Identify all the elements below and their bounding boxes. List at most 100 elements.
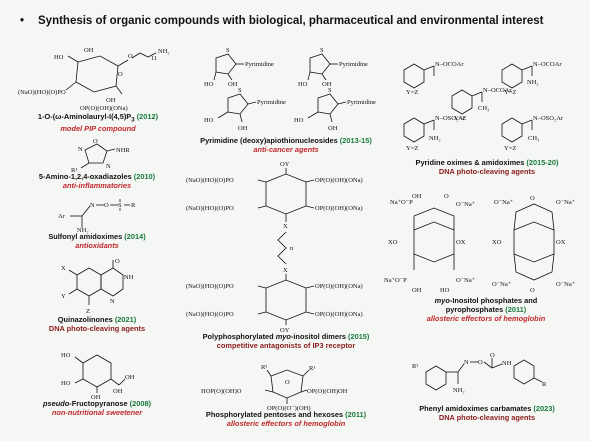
heading-bullet: • <box>20 15 25 27</box>
label-oh-3: OH <box>125 374 135 381</box>
oxime-5: N–OSO₂Ar CH₃ Y=Z <box>502 115 564 152</box>
label-y: Y <box>61 293 66 300</box>
inositol-pyrophosphate: O⁻Na⁺ O O⁻Na⁺ XO OX O⁻Na⁺ O O⁻Na⁺ <box>492 195 576 294</box>
label-o: O <box>104 202 109 209</box>
oxime-2: N–OCOAr NH₂ Y=Z <box>502 61 562 96</box>
label-s-3: S <box>238 87 242 94</box>
caption-carbamates-title: Phenyl amidoximes carbamates (2023) <box>419 404 555 413</box>
label-r2: R² <box>261 364 267 371</box>
label-n2: N <box>106 163 111 170</box>
label-yz-4: Y=Z <box>406 145 418 152</box>
label-nh2: NH₂ <box>77 227 89 234</box>
label-x: X <box>61 265 66 272</box>
label-lauryl-n: 11 <box>151 55 157 62</box>
caption-pentoses-title: Phosphorylated pentoses and hexoses (201… <box>205 410 367 419</box>
label-ho-3: HO <box>204 117 214 124</box>
caption-dimers-title: Polyphosphorylated myo-inositol dimers (… <box>202 332 370 341</box>
heading-text: Synthesis of organic compounds with biol… <box>38 15 544 27</box>
linker-chain <box>278 232 286 264</box>
caption-pseudo-title: pseudo-Fructopyranose (2008) <box>42 399 152 408</box>
caption-pip-title: 1-O-(ω-Aminolauryl-I(4,5)P3 (2012) <box>37 112 159 124</box>
label-x-bottom: X <box>283 267 288 274</box>
label-yz-2: Y=Z <box>504 89 516 96</box>
label-ch3-3: CH₃ <box>478 105 489 112</box>
item-pyrimidine-apiothionucleosides: S Pyrimidine HO OH S Pyrimidine HO OH <box>186 44 386 154</box>
item-oxadiazoles: O N N NHR R¹ 5-Amino-1,2,4-oxadiazoles (… <box>22 138 172 190</box>
label-ho-2: HO <box>61 380 71 387</box>
label-dimer-right-4: OP(O)(OH)(ONa) <box>315 311 363 318</box>
label-ona-4: O⁻Na⁺ <box>556 199 576 206</box>
label-pent-right1: OP(O)(OH)OH <box>307 388 348 395</box>
structure-oxadiazole: O N N NHR R¹ <box>71 138 130 174</box>
caption-sulfonyl-title: Sulfonyl amidoximes (2014) <box>48 232 146 241</box>
label-oh-p1: OH <box>412 193 422 200</box>
label-ocoar-3: N–OCOAr <box>483 87 512 94</box>
label-oh-2: OH <box>322 81 332 88</box>
item-inositol-phosphates: Na⁺O⁻P OH O O⁻Na⁺ XO OX Na⁺O⁻P OH HO O⁻N… <box>384 192 588 323</box>
label-ox-1: OX <box>456 239 466 246</box>
label-r1: R¹ <box>412 363 418 370</box>
label-r: R <box>131 202 136 209</box>
oxime-1: N–OCOAr N Y=Z <box>404 61 464 96</box>
label-dimer-right-3: OP(O)(OH)(ONa) <box>315 283 363 290</box>
label-na-p-1: Na⁺O⁻P <box>390 199 413 206</box>
caption-inositol-p-title: myo-Inositol phosphates and <box>434 296 538 305</box>
slide-heading: • Synthesis of organic compounds with bio… <box>20 15 580 27</box>
caption-inositol-p-subtitle: allosteric effectors of hemoglobin <box>426 314 546 323</box>
structure-pseudo-fructopyranose: HO HO OH OH OH <box>61 352 135 401</box>
item-pseudo-fructopyranose: HO HO OH OH OH pseudo-Fructopyranose (20… <box>22 345 172 417</box>
label-ona-5: O⁻Na⁺ <box>492 281 512 288</box>
structure-amidoxime-carbamate: R¹ N O O NH NH₂ R <box>412 352 547 394</box>
label-n: N <box>110 298 115 305</box>
label-na-p-2: Na⁺O⁻P <box>384 277 407 284</box>
label-ho-p2: HO <box>440 287 450 294</box>
label-n1: N <box>78 146 83 153</box>
nucleoside-2: S Pyrimidine HO OH <box>298 47 368 88</box>
label-o-ring: O <box>118 71 123 78</box>
label-n-index: n <box>290 245 294 252</box>
label-ho-2: HO <box>298 81 308 88</box>
label-oh-bottom: OH <box>106 97 116 104</box>
caption-oximes-subtitle: DNA photo-cleaving agents <box>438 167 536 176</box>
label-nh: NH <box>124 274 134 281</box>
structure-inositol-dimer: OY (NaO)(HO)(O)PO (NaO)(HO)(O)PO OP(O)(O… <box>186 161 363 334</box>
caption-quinazolinones-subtitle: DNA photo-cleaving agents <box>48 324 146 333</box>
label-ona-1: O⁻Na⁺ <box>456 201 476 208</box>
label-o-ring: O <box>285 379 290 386</box>
label-oh-2: OH <box>113 388 123 395</box>
label-ocoar-2: N–OCOAr <box>533 61 562 68</box>
label-pent-right2: OP(O)(O⁻)(OH) <box>267 405 311 412</box>
label-ocoar-1: N–OCOAr <box>435 61 464 68</box>
label-oso2ar-5: N–OSO₂Ar <box>533 115 564 122</box>
structure-pyridine-oximes: N–OCOAr N Y=Z N–OCOAr NH₂ Y=Z N–OCOAr CH… <box>392 61 564 152</box>
caption-pseudo-subtitle: non-nutritional sweetener <box>51 408 143 417</box>
label-s-2: S <box>320 47 324 54</box>
structure-quinazolinone: O NH N X Y Z <box>61 258 134 315</box>
label-pyrimidine-1: Pyrimidine <box>245 61 274 68</box>
label-s: S <box>118 202 122 209</box>
label-s-4: S <box>328 87 332 94</box>
caption-dimers-subtitle: competitive antagonists of IP3 receptor <box>216 341 356 350</box>
label-dimer-left-4: (NaO)(HO)(O)PO <box>186 311 234 318</box>
inositol-unit-top: OY (NaO)(HO)(O)PO (NaO)(HO)(O)PO OP(O)(O… <box>186 161 363 230</box>
label-ch3-5: CH₃ <box>528 135 539 142</box>
label-n: N <box>464 359 469 366</box>
label-z: Z <box>86 308 90 315</box>
label-dimer-right-1: OP(O)(OH)(ONa) <box>315 177 363 184</box>
caption-pip-subtitle: model PIP compound <box>60 124 136 134</box>
nucleoside-4: S Pyrimidine HO OH <box>294 87 376 132</box>
caption-pyrimidine-title: Pyrimidine (deoxy)apiothionucleosides (2… <box>200 136 372 145</box>
item-pyridine-oximes: N–OCOAr N Y=Z N–OCOAr NH₂ Y=Z N–OCOAr CH… <box>392 54 582 176</box>
item-sulfonyl-amidoximes: Ar N O S R NH₂ Sulfonyl amidoximes (2014… <box>22 196 172 250</box>
label-yz-1: Y=Z <box>406 89 418 96</box>
caption-oxadiazoles-title: 5-Amino-1,2,4-oxadiazoles (2010) <box>38 172 156 181</box>
label-o-p1: O <box>444 193 449 200</box>
label-ona-2: O⁻Na⁺ <box>456 277 476 284</box>
caption-pentoses-subtitle: allosteric effectors of hemoglobin <box>226 419 346 428</box>
label-dimer-left-2: (NaO)(HO)(O)PO <box>186 205 234 212</box>
structure-phosphorylated-pentose: R² O R¹ HOP(O)(OH)O OP(O)(OH)OH OP(O)(O⁻… <box>201 364 348 412</box>
label-oh-p2: OH <box>412 287 422 294</box>
label-oy-top: OY <box>280 161 290 168</box>
oxime-3: N–OCOAr CH₃ Y=Z <box>452 87 512 122</box>
label-oh-3: OH <box>238 125 248 132</box>
